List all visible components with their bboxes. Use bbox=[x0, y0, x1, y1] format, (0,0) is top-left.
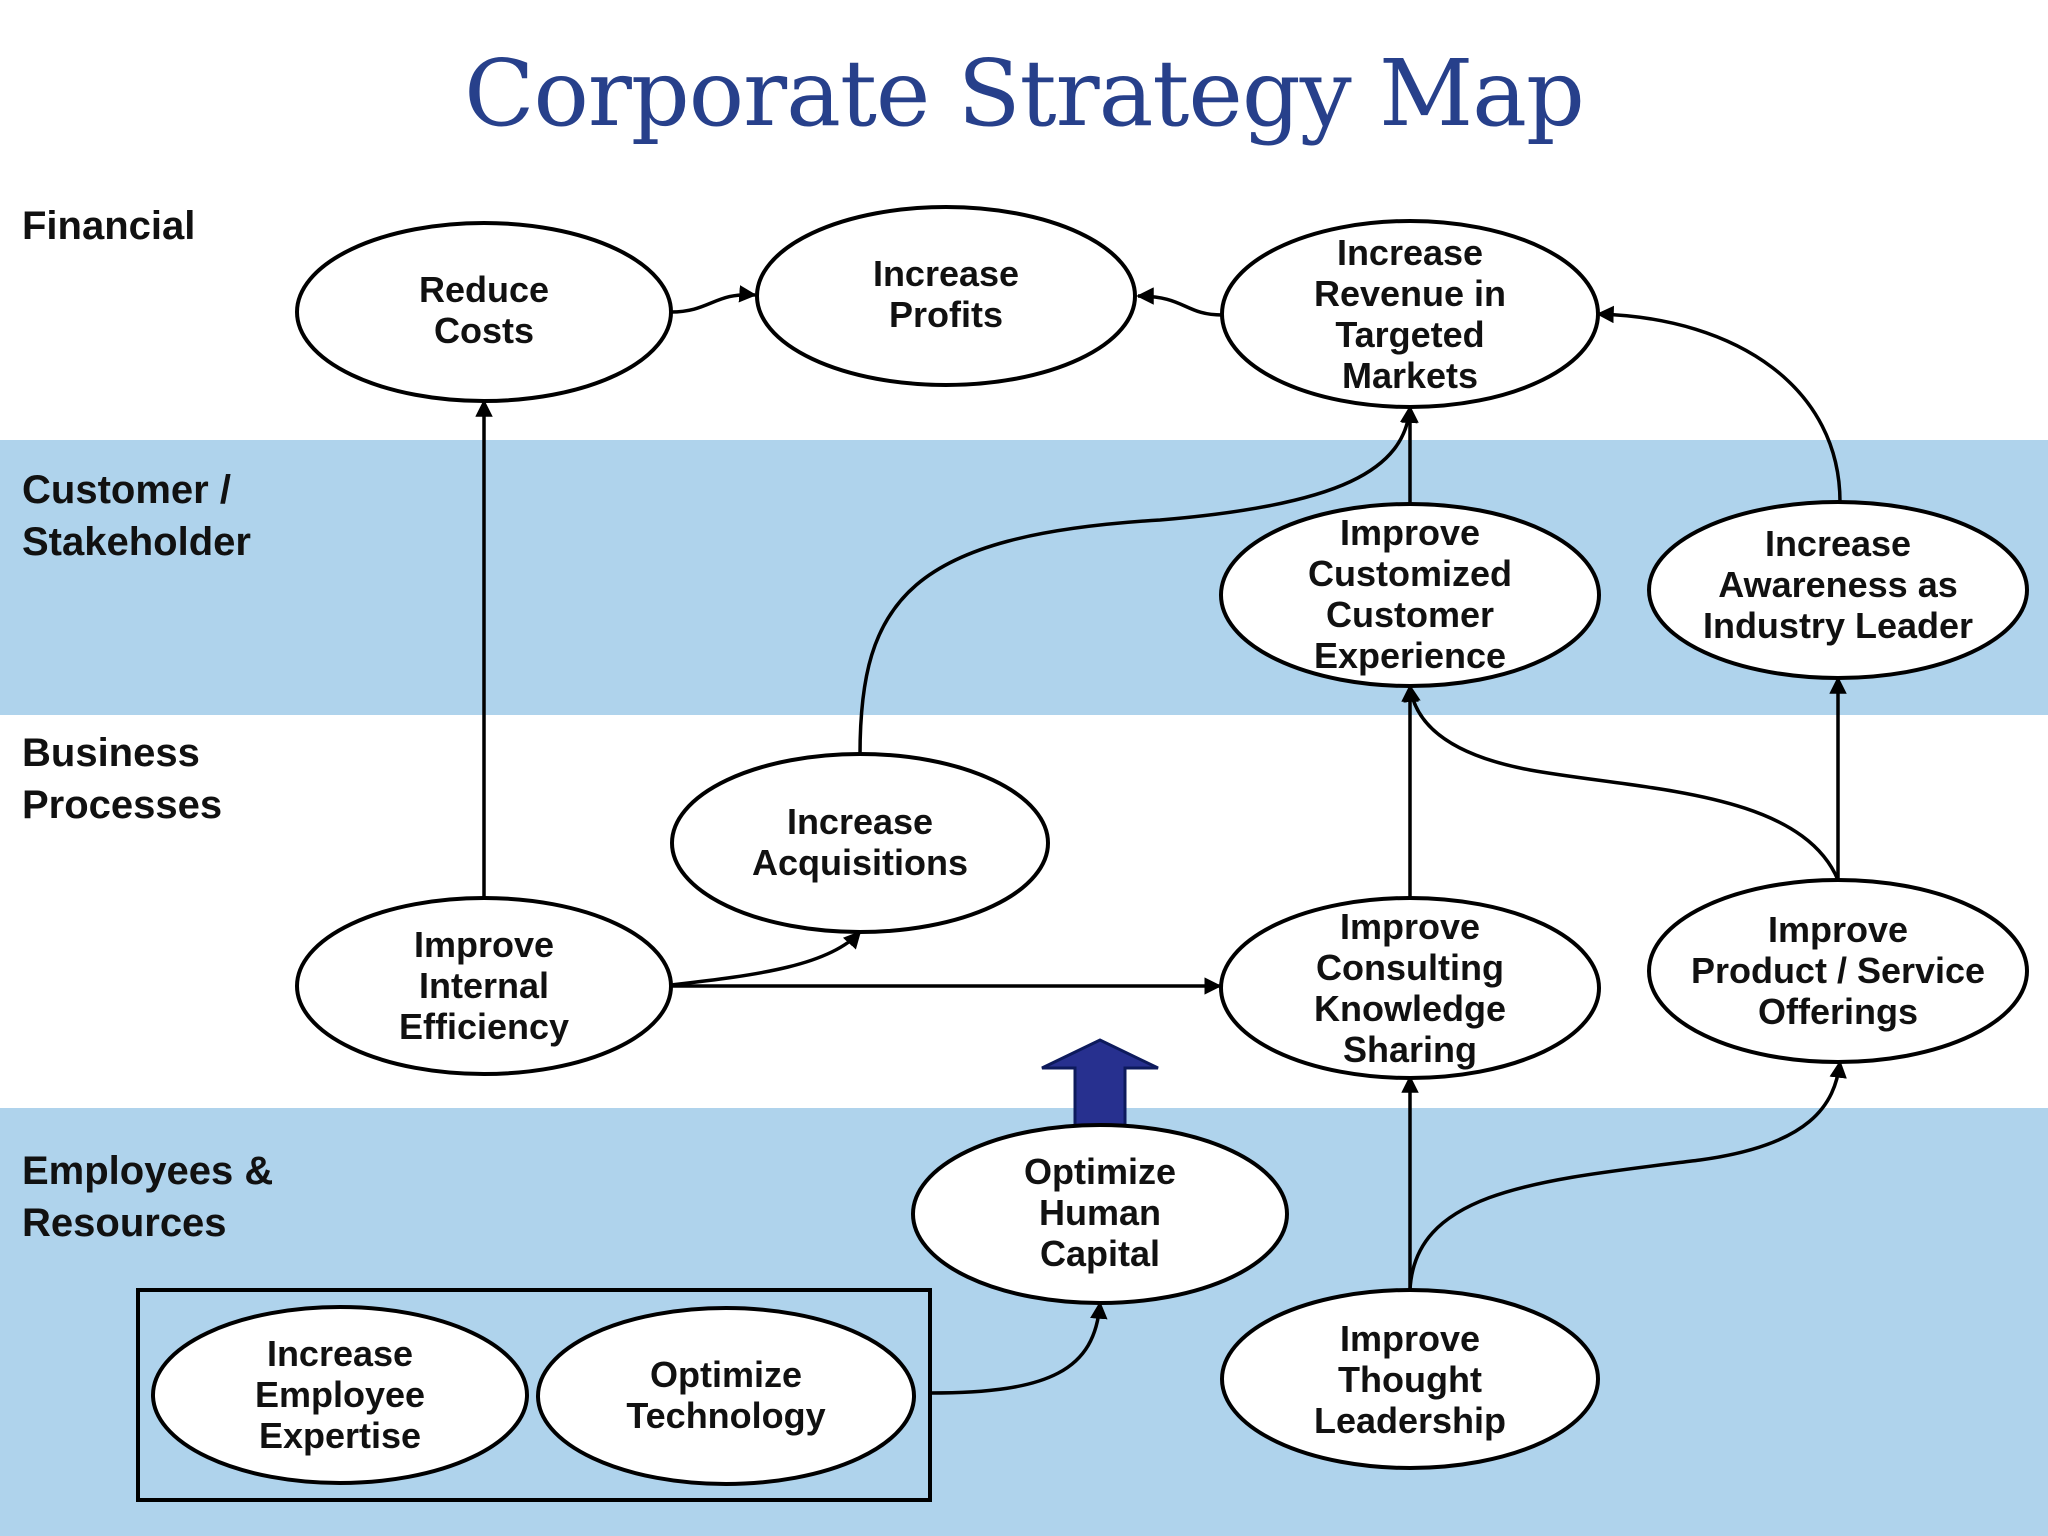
svg-text:Increase: Increase bbox=[787, 801, 933, 842]
edge-improve-efficiency-to-increase-acquisitions bbox=[670, 930, 862, 987]
node-improve-efficiency: Improve Internal Efficiency bbox=[295, 896, 673, 1076]
svg-text:Capital: Capital bbox=[1040, 1233, 1160, 1274]
edge-reduce-costs-to-increase-profits bbox=[670, 285, 757, 314]
node-increase-profits: Increase Profits bbox=[755, 205, 1137, 387]
lane-label-customer: Customer / Stakeholder bbox=[22, 468, 251, 564]
svg-text:Increase: Increase bbox=[873, 253, 1019, 294]
node-reduce-costs: Reduce Costs bbox=[295, 221, 673, 403]
svg-text:Acquisitions: Acquisitions bbox=[752, 842, 968, 883]
svg-text:Knowledge: Knowledge bbox=[1314, 988, 1506, 1029]
svg-text:Thought: Thought bbox=[1338, 1359, 1482, 1400]
page-title: Corporate Strategy Map bbox=[464, 40, 1585, 147]
svg-text:Revenue in: Revenue in bbox=[1314, 273, 1506, 314]
node-optimize-technology: Optimize Technology bbox=[536, 1306, 916, 1486]
svg-text:Improve: Improve bbox=[1340, 906, 1480, 947]
lane-label-financial: Financial bbox=[22, 204, 196, 248]
node-improve-knowledge-sharing: Improve Consulting Knowledge Sharing bbox=[1219, 896, 1601, 1080]
node-optimize-human-capital: Optimize Human Capital bbox=[911, 1123, 1289, 1305]
lane-label-employees: Employees & Resources bbox=[22, 1149, 274, 1245]
svg-text:Experience: Experience bbox=[1314, 635, 1506, 676]
edge-acquisitions-to-increase-revenue bbox=[858, 405, 1418, 756]
svg-text:Product / Service: Product / Service bbox=[1691, 950, 1985, 991]
edge-thought-leadership-to-offerings bbox=[1408, 1060, 1847, 1291]
svg-text:Leadership: Leadership bbox=[1314, 1400, 1506, 1441]
node-increase-employee-expertise: Increase Employee Expertise bbox=[151, 1305, 529, 1485]
svg-text:Increase: Increase bbox=[1765, 523, 1911, 564]
svg-text:Markets: Markets bbox=[1342, 355, 1478, 396]
svg-text:Offerings: Offerings bbox=[1758, 991, 1918, 1032]
edge-awareness-to-increase-revenue bbox=[1596, 305, 1842, 503]
svg-text:Employee: Employee bbox=[255, 1374, 425, 1415]
svg-text:Industry Leader: Industry Leader bbox=[1703, 605, 1973, 646]
edges bbox=[475, 285, 1847, 1395]
node-improve-customer-experience: Improve Customized Customer Experience bbox=[1219, 502, 1601, 688]
svg-text:Optimize: Optimize bbox=[650, 1354, 802, 1395]
svg-text:Optimize: Optimize bbox=[1024, 1151, 1176, 1192]
svg-text:Efficiency: Efficiency bbox=[399, 1006, 569, 1047]
edge-offerings-to-customer-experience bbox=[1403, 684, 1840, 881]
edge-resource-group-to-human-capital bbox=[929, 1301, 1108, 1395]
svg-text:Awareness as: Awareness as bbox=[1718, 564, 1958, 605]
svg-text:Customer: Customer bbox=[1326, 594, 1494, 635]
svg-text:Internal: Internal bbox=[419, 965, 549, 1006]
svg-text:Targeted: Targeted bbox=[1335, 314, 1484, 355]
svg-text:Improve: Improve bbox=[1768, 909, 1908, 950]
lane-label-business: Business Processes bbox=[22, 731, 223, 827]
svg-text:Improve: Improve bbox=[1340, 1318, 1480, 1359]
svg-text:Sharing: Sharing bbox=[1343, 1029, 1477, 1070]
svg-text:Technology: Technology bbox=[626, 1395, 825, 1436]
svg-text:Increase: Increase bbox=[1337, 232, 1483, 273]
svg-text:Expertise: Expertise bbox=[259, 1415, 421, 1456]
node-improve-offerings: Improve Product / Service Offerings bbox=[1647, 878, 2029, 1064]
node-increase-awareness: Increase Awareness as Industry Leader bbox=[1647, 500, 2029, 680]
svg-text:Improve: Improve bbox=[414, 924, 554, 965]
edge-increase-revenue-to-increase-profits bbox=[1136, 287, 1223, 317]
svg-text:Increase: Increase bbox=[267, 1333, 413, 1374]
node-increase-acquisitions: Increase Acquisitions bbox=[670, 752, 1050, 934]
svg-text:Human: Human bbox=[1039, 1192, 1161, 1233]
svg-text:Costs: Costs bbox=[434, 310, 534, 351]
node-improve-thought-leadership: Improve Thought Leadership bbox=[1220, 1288, 1600, 1470]
svg-text:Improve: Improve bbox=[1340, 512, 1480, 553]
svg-text:Profits: Profits bbox=[889, 294, 1003, 335]
svg-text:Consulting: Consulting bbox=[1316, 947, 1504, 988]
svg-text:Reduce: Reduce bbox=[419, 269, 549, 310]
block-arrow-up bbox=[1041, 1038, 1159, 1128]
svg-text:Customized: Customized bbox=[1308, 553, 1512, 594]
node-increase-revenue: Increase Revenue in Targeted Markets bbox=[1220, 219, 1600, 409]
resource-group-box bbox=[136, 1288, 932, 1502]
